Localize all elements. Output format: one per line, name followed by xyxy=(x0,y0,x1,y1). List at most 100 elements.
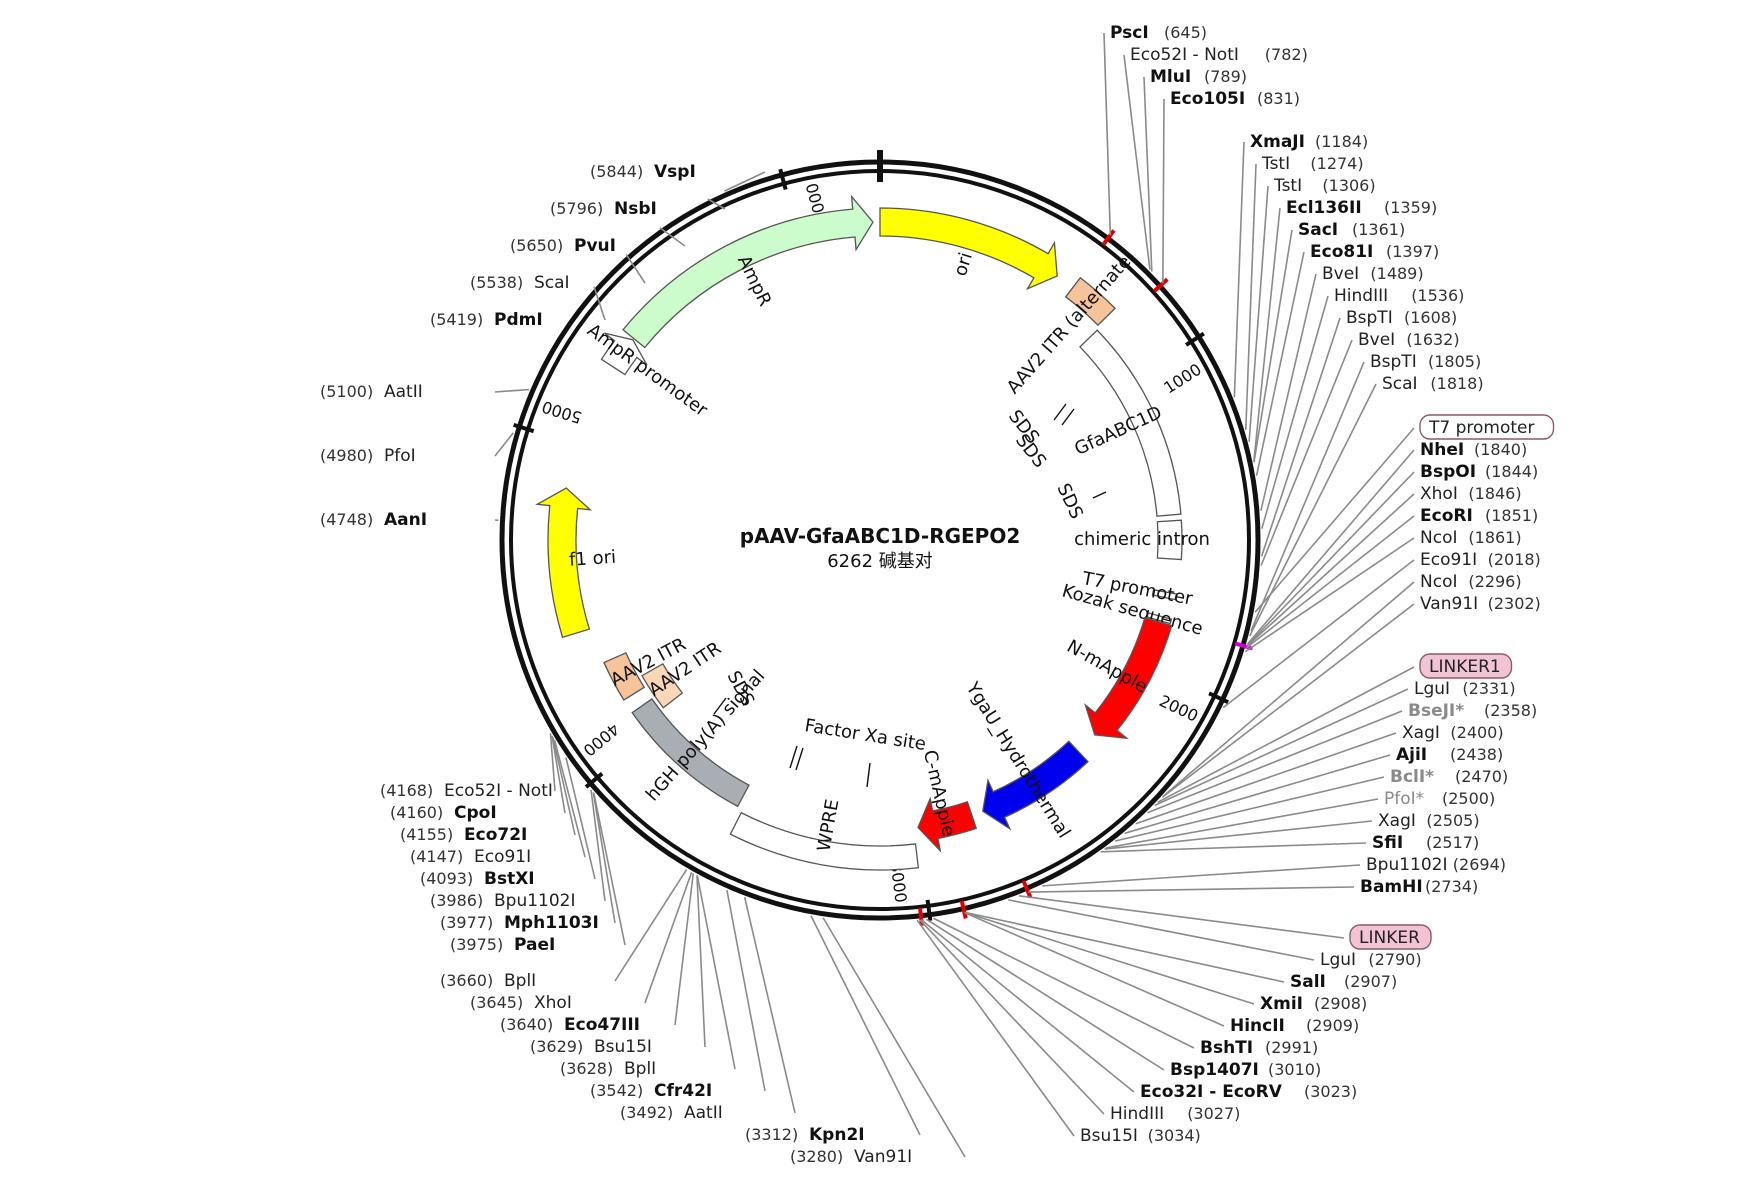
leader-line xyxy=(1103,32,1112,236)
site-bpu1102i: Bpu1102I(2694) xyxy=(1366,855,1506,875)
site-name: Kpn2I xyxy=(809,1125,865,1145)
leader-line xyxy=(614,869,688,982)
site-name: BamHI xyxy=(1360,877,1423,897)
site-pdmi: (5419)PdmI xyxy=(430,310,543,330)
site-name: HindIII xyxy=(1334,286,1388,306)
site-bshti: BshTI(2991) xyxy=(1200,1038,1318,1058)
site-position: (1361) xyxy=(1352,220,1405,239)
site-name: Mph1103I xyxy=(504,913,599,933)
site-name: HindIII xyxy=(1110,1104,1164,1124)
site-name: BspOI xyxy=(1420,462,1476,482)
site-bpu1102i: (3986)Bpu1102I xyxy=(430,891,576,911)
feature-tag xyxy=(1349,924,1432,950)
feature-tag-label: T7 promoter xyxy=(1428,418,1535,438)
site-name: XagI xyxy=(1378,811,1416,831)
feature-aav2-itr-alt xyxy=(1064,276,1116,327)
site-position: (1184) xyxy=(1315,132,1368,151)
site-bseji-: BseJI*(2358) xyxy=(1408,701,1537,721)
site-linker1: LINKER1 xyxy=(1419,653,1513,679)
unique-site-marker xyxy=(959,900,968,919)
site-name: NsbI xyxy=(614,199,657,219)
feature-aav2-itr-2 xyxy=(641,662,684,709)
feature-t7-promoter xyxy=(1151,589,1178,601)
site-bamhi: BamHI(2734) xyxy=(1360,877,1478,897)
site-eco72i: (4155) Eco72I xyxy=(400,825,527,845)
site-name: XhoI xyxy=(1420,484,1458,504)
site-ecl136ii: Ecl136II(1359) xyxy=(1286,198,1437,218)
site-position: (4748) xyxy=(320,510,373,529)
site-pfoi: (4980)PfoI xyxy=(320,446,416,466)
restriction-site-labels: PscI(645)Eco52I - NotI(782)MluI(789)Eco1… xyxy=(320,23,1555,1167)
site-name: Eco32I - EcoRV xyxy=(1140,1082,1283,1102)
site-paei: (3975)PaeI xyxy=(450,935,555,955)
site-position: (3977) xyxy=(440,913,493,932)
site-hindiii: HindIII(3027) xyxy=(1110,1104,1240,1124)
site-position: (3010) xyxy=(1268,1060,1321,1079)
site-van91i: Van91I(2302) xyxy=(1420,594,1541,614)
leader-line xyxy=(494,388,529,393)
site-position: (1306) xyxy=(1322,176,1375,195)
site-position: (5100) xyxy=(320,382,373,401)
site-name: Eco47III xyxy=(564,1015,640,1035)
site-xmaji: XmaJI(1184) xyxy=(1250,132,1368,152)
leader-line xyxy=(964,911,1255,1005)
site-name: AanI xyxy=(384,510,427,530)
leader-line xyxy=(1255,251,1305,476)
site-linker: LINKER xyxy=(1349,924,1432,950)
site-name: SalI xyxy=(1290,972,1326,992)
site-name: Van91I xyxy=(1420,594,1478,614)
site-name: Eco81I xyxy=(1310,242,1373,262)
leader-line xyxy=(1147,710,1403,814)
site-name: BplI xyxy=(624,1059,656,1079)
leader-line xyxy=(494,432,514,457)
leader-line xyxy=(724,171,766,192)
site-bsu15i: (3629)Bsu15I xyxy=(530,1037,652,1057)
site-name: Van91I xyxy=(854,1147,912,1167)
site-bsu15i: Bsu15I(3034) xyxy=(1080,1126,1201,1146)
leader-line xyxy=(1115,776,1385,842)
site-position: (1840) xyxy=(1474,440,1527,459)
leader-line xyxy=(1157,666,1415,804)
site-ncoi: NcoI(2296) xyxy=(1420,572,1522,592)
unique-site-marker xyxy=(1021,880,1033,899)
site-position: (3312) xyxy=(745,1125,798,1144)
site-position: (1397) xyxy=(1386,242,1439,261)
site-t7-promoter: T7 promoter xyxy=(1419,414,1555,440)
site-eco32i-ecorv: Eco32I - EcoRV(3023) xyxy=(1140,1082,1357,1102)
site-name: ScaI xyxy=(1382,374,1418,394)
leader-line xyxy=(916,919,1075,1137)
site-position: (2907) xyxy=(1344,972,1397,991)
site-pfoi-: PfoI*(2500) xyxy=(1384,789,1495,809)
leader-line xyxy=(553,739,586,858)
tick-6000 xyxy=(778,168,788,190)
site-tsti: TstI(1274) xyxy=(1261,154,1364,174)
site-position: (2400) xyxy=(1450,723,1503,742)
site-position: (4155) xyxy=(400,825,453,844)
site-position: (2908) xyxy=(1314,994,1367,1013)
site-position: (782) xyxy=(1265,45,1308,64)
site-name: AatII xyxy=(684,1103,723,1123)
site-name: SacI xyxy=(1298,220,1338,240)
site-name: EcoRI xyxy=(1420,506,1473,526)
site-name: LguI xyxy=(1320,950,1356,970)
leader-line xyxy=(1244,537,1415,653)
feature-kozak xyxy=(1146,612,1173,625)
site-position: (1608) xyxy=(1404,308,1457,327)
unique-site-marker xyxy=(1152,277,1169,293)
site-position: (1861) xyxy=(1468,528,1521,547)
site-name: BstXI xyxy=(484,869,535,889)
tick-2000 xyxy=(1208,691,1229,704)
site-position: (1274) xyxy=(1310,154,1363,173)
feature-hgh-polya xyxy=(631,698,750,808)
tick-4000 xyxy=(584,772,604,789)
site-name: Eco72I xyxy=(464,825,527,845)
leader-line xyxy=(1246,493,1415,647)
site-name: TstI xyxy=(1273,176,1302,196)
inner-label-sds-2: SDS xyxy=(1011,430,1050,472)
site-eco52i-noti: (4168)Eco52I - NotI xyxy=(380,781,553,801)
tick-5000 xyxy=(513,422,535,434)
leader-line xyxy=(726,889,766,1092)
leader-line xyxy=(552,737,576,836)
leader-line xyxy=(565,757,596,880)
tick-label: 5000 xyxy=(540,397,585,427)
